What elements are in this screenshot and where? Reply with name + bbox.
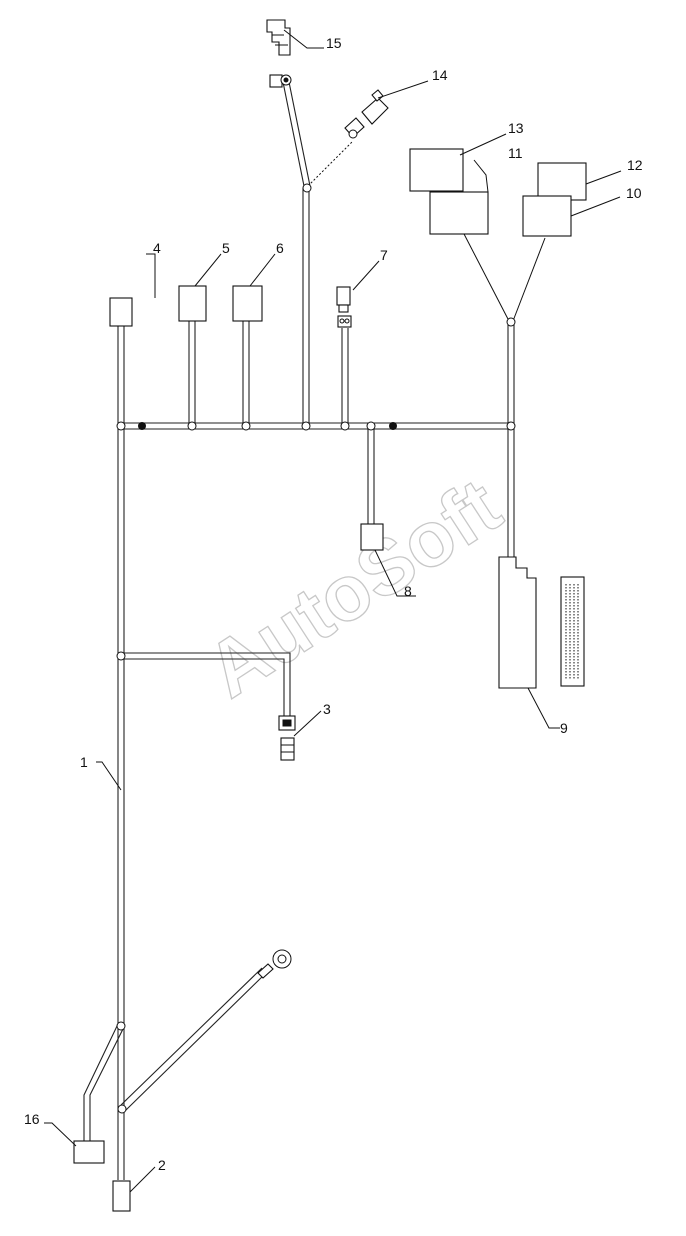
- callout-3: 3: [323, 701, 331, 717]
- harness-wires: [83, 81, 515, 1180]
- callout-15: 15: [326, 35, 342, 51]
- junction-nodes: [116, 183, 516, 1114]
- callout-5: 5: [222, 240, 230, 256]
- callout-14: 14: [432, 67, 448, 83]
- callout-7: 7: [380, 247, 388, 263]
- watermark: AutoSoft: [191, 461, 515, 714]
- connector-8: [360, 523, 384, 551]
- callout-13: 13: [508, 120, 524, 136]
- callout-1: 1: [80, 754, 88, 770]
- callout-4: 4: [153, 240, 161, 256]
- sensor-14: [344, 89, 389, 139]
- leader-lines: [44, 29, 622, 1193]
- wire-to-10: [512, 237, 546, 322]
- connector-5: [178, 285, 207, 322]
- connector-7: [336, 286, 352, 328]
- module-13: [409, 148, 464, 192]
- wire-to-11: [462, 231, 510, 322]
- connector-6: [232, 285, 263, 322]
- module-12: [537, 162, 587, 201]
- control-unit-9: [498, 556, 537, 689]
- connector-2: [112, 1180, 131, 1212]
- callout-10: 10: [626, 185, 642, 201]
- callout-12: 12: [627, 157, 643, 173]
- connector-16: [73, 1140, 105, 1164]
- callout-11: 11: [508, 145, 523, 161]
- pin-strip: [560, 576, 585, 687]
- callout-16: 16: [24, 1111, 40, 1127]
- callout-8: 8: [404, 583, 412, 599]
- callout-2: 2: [158, 1157, 166, 1173]
- callout-9: 9: [560, 720, 568, 736]
- connector-3: [278, 715, 296, 761]
- connector-4: [109, 297, 133, 327]
- ring-terminal: [257, 949, 292, 979]
- callout-6: 6: [276, 240, 284, 256]
- module-11: [429, 191, 489, 235]
- wire-to-14: [307, 141, 353, 187]
- module-10: [522, 195, 572, 237]
- connector-15: [266, 19, 292, 88]
